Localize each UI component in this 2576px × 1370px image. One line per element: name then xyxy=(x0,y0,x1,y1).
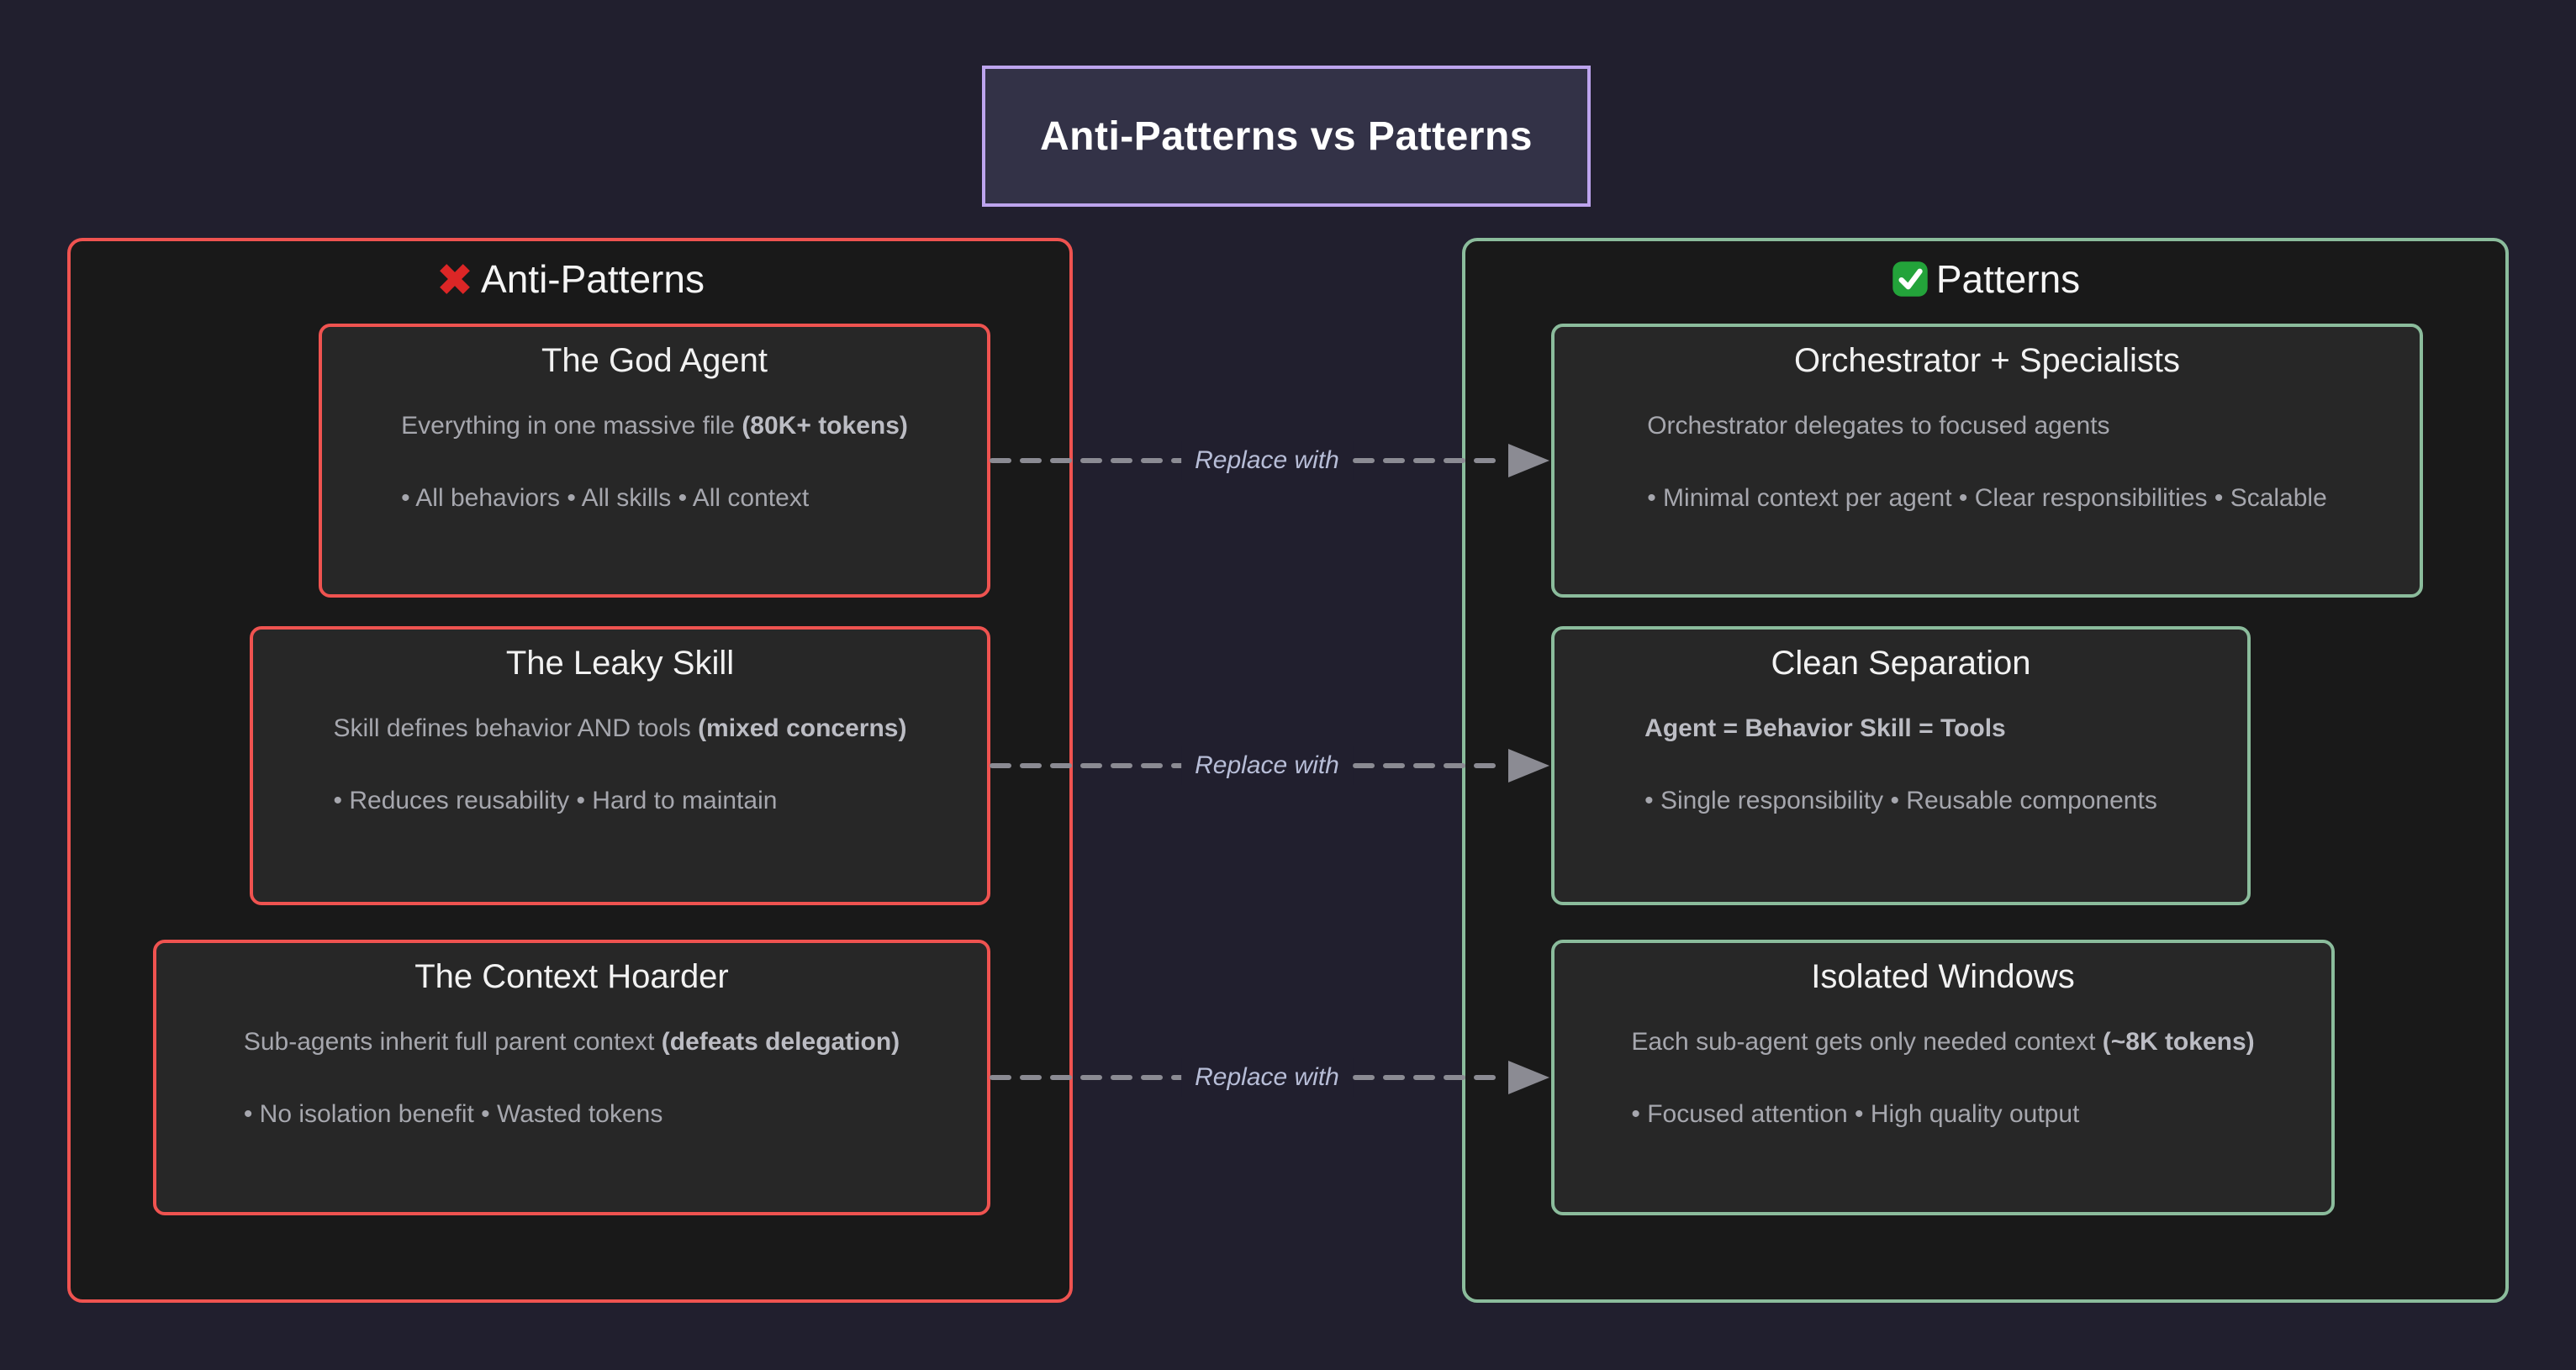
node-clean-separation: Clean Separation Agent = Behavior Skill … xyxy=(1551,626,2251,905)
node-orchestrator-specialists: Orchestrator + Specialists Orchestrator … xyxy=(1551,324,2423,598)
patterns-header-label: Patterns xyxy=(1935,257,2081,301)
replace-with-label-1: Replace with xyxy=(1181,441,1353,480)
node-god-agent: The God Agent Everything in one massive … xyxy=(319,324,990,598)
node-context-hoarder-title: The Context Hoarder xyxy=(414,958,729,995)
replace-with-label-2: Replace with xyxy=(1181,746,1353,785)
node-isolated-windows: Isolated Windows Each sub-agent gets onl… xyxy=(1551,940,2335,1215)
node-orchestrator-body: Orchestrator delegates to focused agents… xyxy=(1555,409,2420,515)
node-orchestrator-title: Orchestrator + Specialists xyxy=(1793,342,2181,379)
node-isolated-windows-title: Isolated Windows xyxy=(1811,958,2075,995)
body-bullets: • Single responsibility • Reusable compo… xyxy=(1644,787,2157,814)
node-leaky-skill-body: Skill defines behavior AND tools (mixed … xyxy=(253,712,987,818)
patterns-header: Patterns xyxy=(1462,254,2509,304)
node-leaky-skill: The Leaky Skill Skill defines behavior A… xyxy=(250,626,990,905)
diagram-title-box: Anti-Patterns vs Patterns xyxy=(982,66,1591,207)
body-text: Everything in one massive file xyxy=(401,412,742,440)
node-isolated-windows-body: Each sub-agent gets only needed context … xyxy=(1555,1025,2331,1131)
body-text: Each sub-agent gets only needed context xyxy=(1631,1028,2103,1056)
node-god-agent-title: The God Agent xyxy=(541,342,768,379)
body-text: Skill defines behavior AND tools xyxy=(333,714,699,742)
node-leaky-skill-title: The Leaky Skill xyxy=(505,645,735,682)
node-clean-separation-title: Clean Separation xyxy=(1771,645,2031,682)
body-text-bold: (80K+ tokens) xyxy=(742,412,908,440)
diagram-title: Anti-Patterns vs Patterns xyxy=(1040,113,1533,159)
body-bullets: • Reduces reusability • Hard to maintain xyxy=(333,787,778,814)
anti-patterns-header: Anti-Patterns xyxy=(67,254,1073,304)
body-text-bold: (mixed concerns) xyxy=(698,714,907,742)
node-clean-separation-body: Agent = Behavior Skill = Tools • Single … xyxy=(1555,712,2247,818)
body-bullets: • Focused attention • High quality outpu… xyxy=(1631,1100,2080,1128)
body-text-bold: Agent = Behavior Skill = Tools xyxy=(1644,714,2006,742)
body-text-bold: (defeats delegation) xyxy=(661,1028,900,1056)
replace-with-label-3: Replace with xyxy=(1181,1058,1353,1097)
cross-mark-icon xyxy=(435,260,474,298)
anti-patterns-header-label: Anti-Patterns xyxy=(481,257,705,301)
body-bullets: • No isolation benefit • Wasted tokens xyxy=(243,1100,663,1128)
body-bullets: • All behaviors • All skills • All conte… xyxy=(401,484,810,512)
body-text-bold: (~8K tokens) xyxy=(2102,1028,2255,1056)
node-context-hoarder-body: Sub-agents inherit full parent context (… xyxy=(156,1025,987,1131)
check-mark-icon xyxy=(1891,260,1929,298)
body-text: Sub-agents inherit full parent context xyxy=(243,1028,662,1056)
node-context-hoarder: The Context Hoarder Sub-agents inherit f… xyxy=(153,940,990,1215)
body-text: Orchestrator delegates to focused agents xyxy=(1647,412,2110,440)
body-bullets: • Minimal context per agent • Clear resp… xyxy=(1647,484,2327,512)
node-god-agent-body: Everything in one massive file (80K+ tok… xyxy=(322,409,987,515)
